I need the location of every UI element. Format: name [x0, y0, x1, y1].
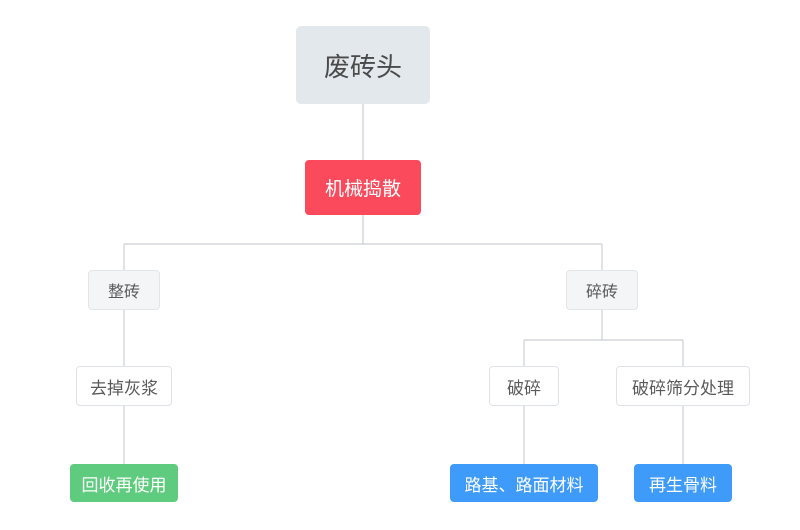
node-broken-brick-label: 碎砖 [585, 284, 618, 301]
node-remove-mortar-label: 去掉灰浆 [90, 378, 158, 398]
node-crush-screen-treatment[interactable]: 破碎筛分处理 [616, 366, 750, 406]
node-root[interactable]: 废砖头 [296, 26, 430, 104]
node-mechanical-breakup-label: 机械捣散 [324, 179, 401, 200]
node-whole-brick-label: 整砖 [107, 284, 140, 301]
node-recycled-aggregate[interactable]: 再生骨料 [634, 464, 732, 502]
node-recycle-reuse-label: 回收再使用 [81, 475, 167, 495]
node-whole-brick[interactable]: 整砖 [88, 270, 160, 310]
node-recycle-reuse[interactable]: 回收再使用 [70, 464, 178, 502]
node-crush-screen-treatment-label: 破碎筛分处理 [632, 378, 734, 398]
node-broken-brick[interactable]: 碎砖 [566, 270, 638, 310]
node-root-label: 废砖头 [323, 51, 402, 82]
node-crushing-label: 破碎 [507, 378, 541, 398]
node-remove-mortar[interactable]: 去掉灰浆 [76, 366, 172, 406]
node-roadbed-surface-material-label: 路基、路面材料 [464, 475, 584, 495]
node-crushing[interactable]: 破碎 [489, 366, 559, 406]
node-recycled-aggregate-label: 再生骨料 [649, 475, 717, 495]
node-roadbed-surface-material[interactable]: 路基、路面材料 [450, 464, 598, 502]
node-mechanical-breakup[interactable]: 机械捣散 [305, 160, 421, 215]
